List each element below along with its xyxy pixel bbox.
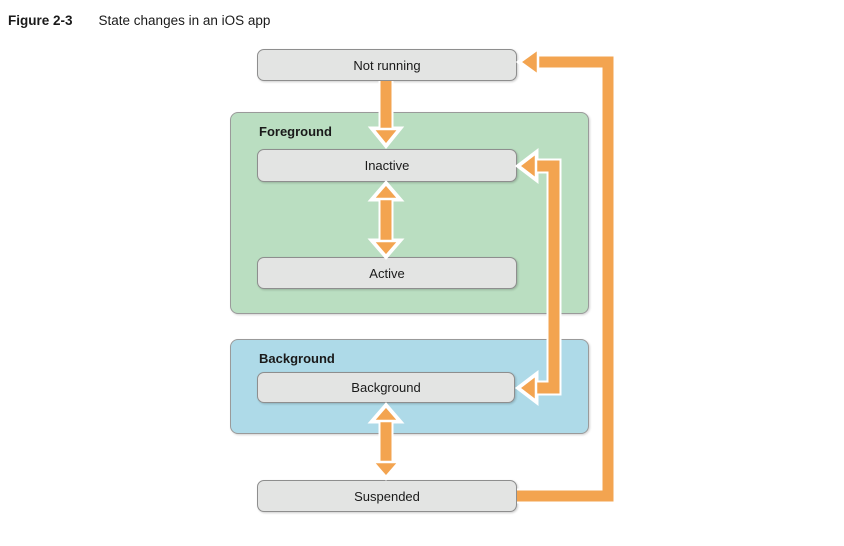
state-background: Background — [257, 372, 515, 403]
figure-caption: Figure 2-3 State changes in an iOS app — [8, 13, 270, 28]
state-active: Active — [257, 257, 517, 289]
background-group-label: Background — [259, 351, 335, 366]
foreground-group-label: Foreground — [259, 124, 332, 139]
figure-title: State changes in an iOS app — [98, 13, 271, 28]
state-suspended: Suspended — [257, 480, 517, 512]
state-not-running: Not running — [257, 49, 517, 81]
state-inactive: Inactive — [257, 149, 517, 182]
figure-number: Figure 2-3 — [8, 13, 73, 28]
